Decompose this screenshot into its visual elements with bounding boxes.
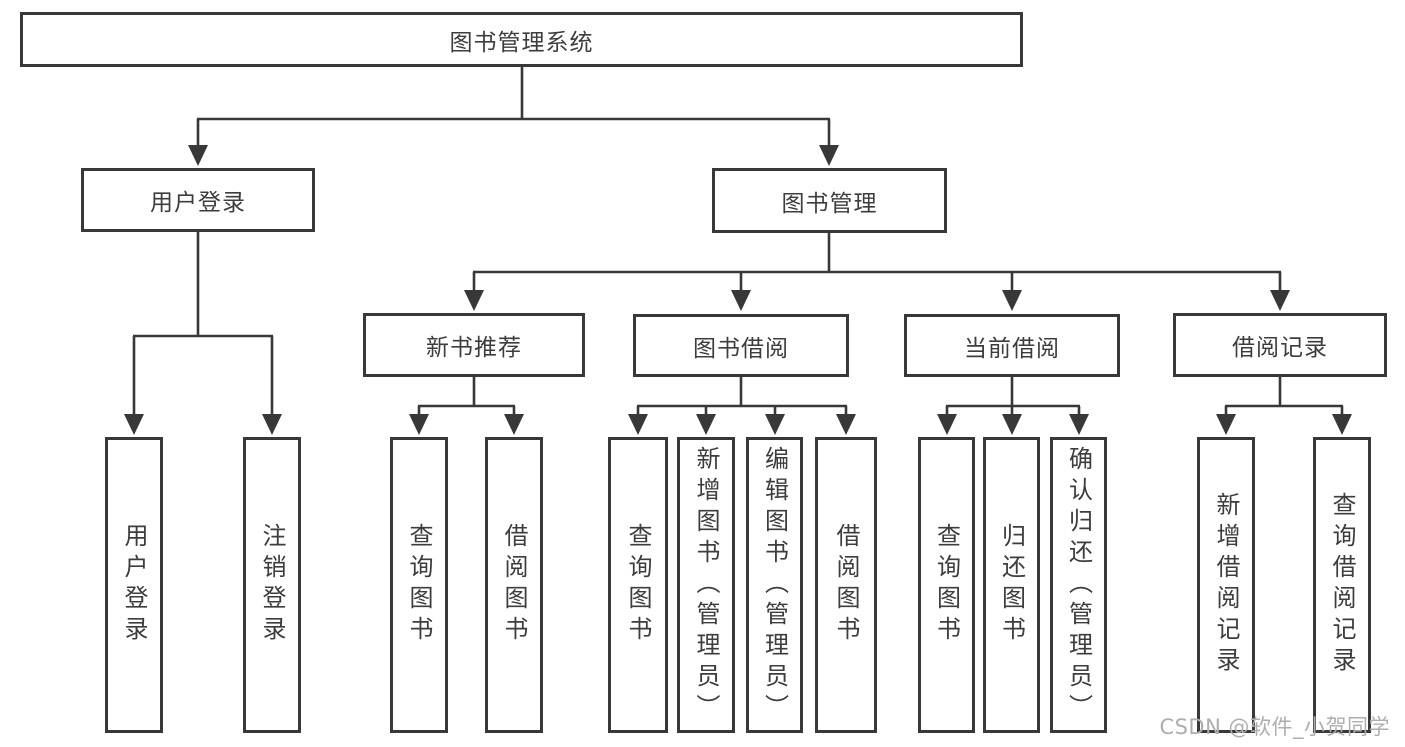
leaf-add-book-admin-label: 新增图书（管理员） [692, 445, 720, 725]
node-borrow-records: 借阅记录 [1173, 313, 1387, 377]
leaf-return-books: 归还图书 [983, 437, 1040, 733]
leaf-borrow-books-1-label: 借阅图书 [500, 523, 528, 647]
leaf-query-books-3: 查询图书 [918, 437, 975, 733]
node-root: 图书管理系统 [20, 12, 1023, 67]
leaf-user-login-label: 用户登录 [120, 523, 148, 647]
node-book-management: 图书管理 [712, 168, 947, 233]
node-user-login: 用户登录 [81, 168, 315, 232]
node-book-management-label: 图书管理 [781, 190, 878, 217]
leaf-user-login: 用户登录 [105, 437, 163, 733]
leaf-borrow-books-2-label: 借阅图书 [832, 523, 860, 647]
node-current-borrow-label: 当前借阅 [964, 335, 1060, 362]
leaf-edit-book-admin: 编辑图书（管理员） [746, 437, 803, 733]
leaf-add-borrow-record-label: 新增借阅记录 [1212, 492, 1240, 678]
node-new-book-recommend: 新书推荐 [363, 313, 585, 377]
leaf-add-book-admin: 新增图书（管理员） [677, 437, 735, 733]
node-current-borrow: 当前借阅 [904, 314, 1120, 377]
leaf-query-books-2-label: 查询图书 [624, 523, 652, 647]
arrowheads [124, 145, 1352, 435]
leaf-add-borrow-record: 新增借阅记录 [1197, 437, 1255, 733]
leaf-return-books-label: 归还图书 [997, 523, 1026, 647]
leaf-logout: 注销登录 [243, 437, 301, 733]
leaf-query-books-1-label: 查询图书 [405, 523, 433, 647]
leaf-confirm-return-admin: 确认归还（管理员） [1050, 437, 1107, 733]
leaf-query-borrow-record-label: 查询借阅记录 [1328, 492, 1356, 678]
node-new-book-recommend-label: 新书推荐 [426, 335, 522, 361]
leaf-query-books-1: 查询图书 [390, 437, 448, 733]
node-root-label: 图书管理系统 [449, 29, 594, 56]
node-user-login-label: 用户登录 [150, 190, 246, 216]
node-book-borrow: 图书借阅 [633, 314, 849, 377]
leaf-confirm-return-admin-label: 确认归还（管理员） [1064, 445, 1093, 725]
node-book-borrow-label: 图书借阅 [693, 335, 789, 362]
leaf-edit-book-admin-label: 编辑图书（管理员） [760, 445, 789, 725]
node-borrow-records-label: 借阅记录 [1232, 335, 1328, 361]
leaf-borrow-books-2: 借阅图书 [815, 437, 877, 733]
leaf-borrow-books-1: 借阅图书 [485, 437, 543, 733]
csdn-watermark: CSDN @软件_小贺同学 [1159, 715, 1390, 739]
leaf-query-books-2: 查询图书 [608, 437, 668, 733]
leaf-query-borrow-record: 查询借阅记录 [1313, 437, 1371, 733]
leaf-logout-label: 注销登录 [258, 523, 286, 647]
leaf-query-books-3-label: 查询图书 [932, 523, 961, 647]
